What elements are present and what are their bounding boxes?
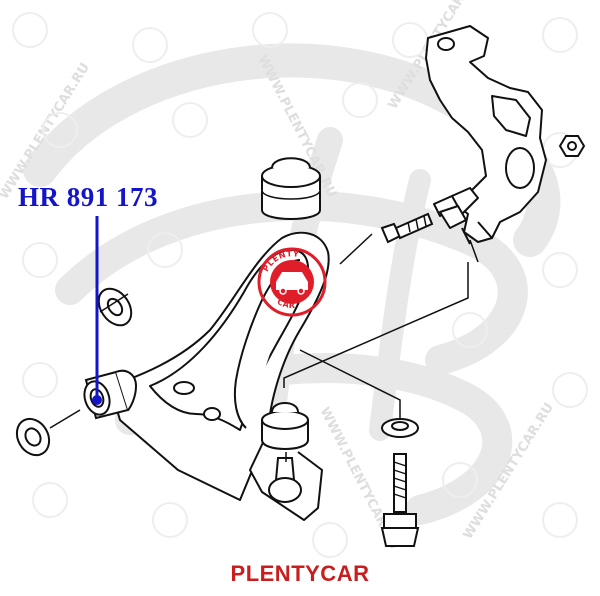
front-pivot-bushing — [83, 369, 138, 420]
assembly-lines — [49, 233, 479, 462]
knuckle-bolt — [380, 212, 434, 244]
mount-washer — [381, 418, 419, 438]
brand-logo: PLENTY CAR — [257, 247, 327, 317]
mount-bolt — [380, 453, 420, 547]
upper-bushing — [261, 157, 321, 220]
bushing-washer-lower — [15, 417, 51, 457]
ball-joint-boot — [261, 402, 309, 450]
steering-knuckle — [425, 25, 547, 245]
knuckle-nut-icon — [558, 135, 586, 157]
watermark-circles — [12, 12, 588, 558]
bushing-washer-upper — [97, 287, 133, 327]
ball-joint-stud — [268, 457, 302, 503]
brand-footer-label: PLENTYCAR — [230, 561, 370, 586]
callout-pointer — [92, 216, 102, 405]
part-number-label: HR 891 173 — [18, 182, 158, 212]
